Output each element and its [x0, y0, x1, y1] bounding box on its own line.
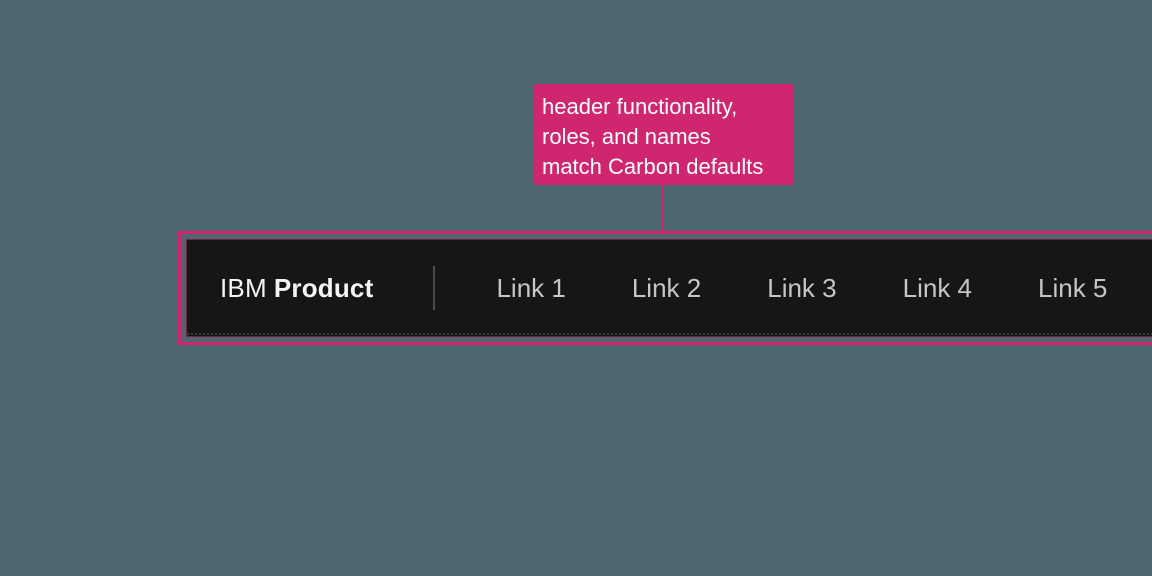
nav-link-2[interactable]: Link 2: [631, 272, 702, 303]
annotation-line: match Carbon defaults: [542, 154, 764, 179]
header-nav: Link 1 Link 2 Link 3 Link 4 Link 5: [463, 273, 1140, 304]
annotation-connector-line: [661, 185, 664, 231]
annotation-callout: header functionality, roles, and names m…: [534, 84, 794, 185]
header-divider: [433, 266, 436, 310]
nav-item: Link 4: [870, 273, 1005, 304]
nav-item: Link 5: [1005, 273, 1140, 304]
nav-item: Link 2: [599, 273, 734, 304]
nav-link-5[interactable]: Link 5: [1038, 272, 1108, 303]
annotation-line: header functionality,: [542, 94, 738, 119]
nav-link-3[interactable]: Link 3: [767, 272, 837, 303]
nav-link-1[interactable]: Link 1: [496, 272, 566, 303]
dotted-bottom-edge: [187, 333, 1152, 335]
nav-item: Link 1: [463, 273, 598, 304]
annotation-line: roles, and names: [542, 124, 711, 149]
brand-product-name: Product: [273, 272, 374, 303]
nav-link-4[interactable]: Link 4: [902, 272, 973, 303]
nav-item: Link 3: [734, 273, 869, 304]
brand-prefix: IBM: [220, 272, 267, 303]
